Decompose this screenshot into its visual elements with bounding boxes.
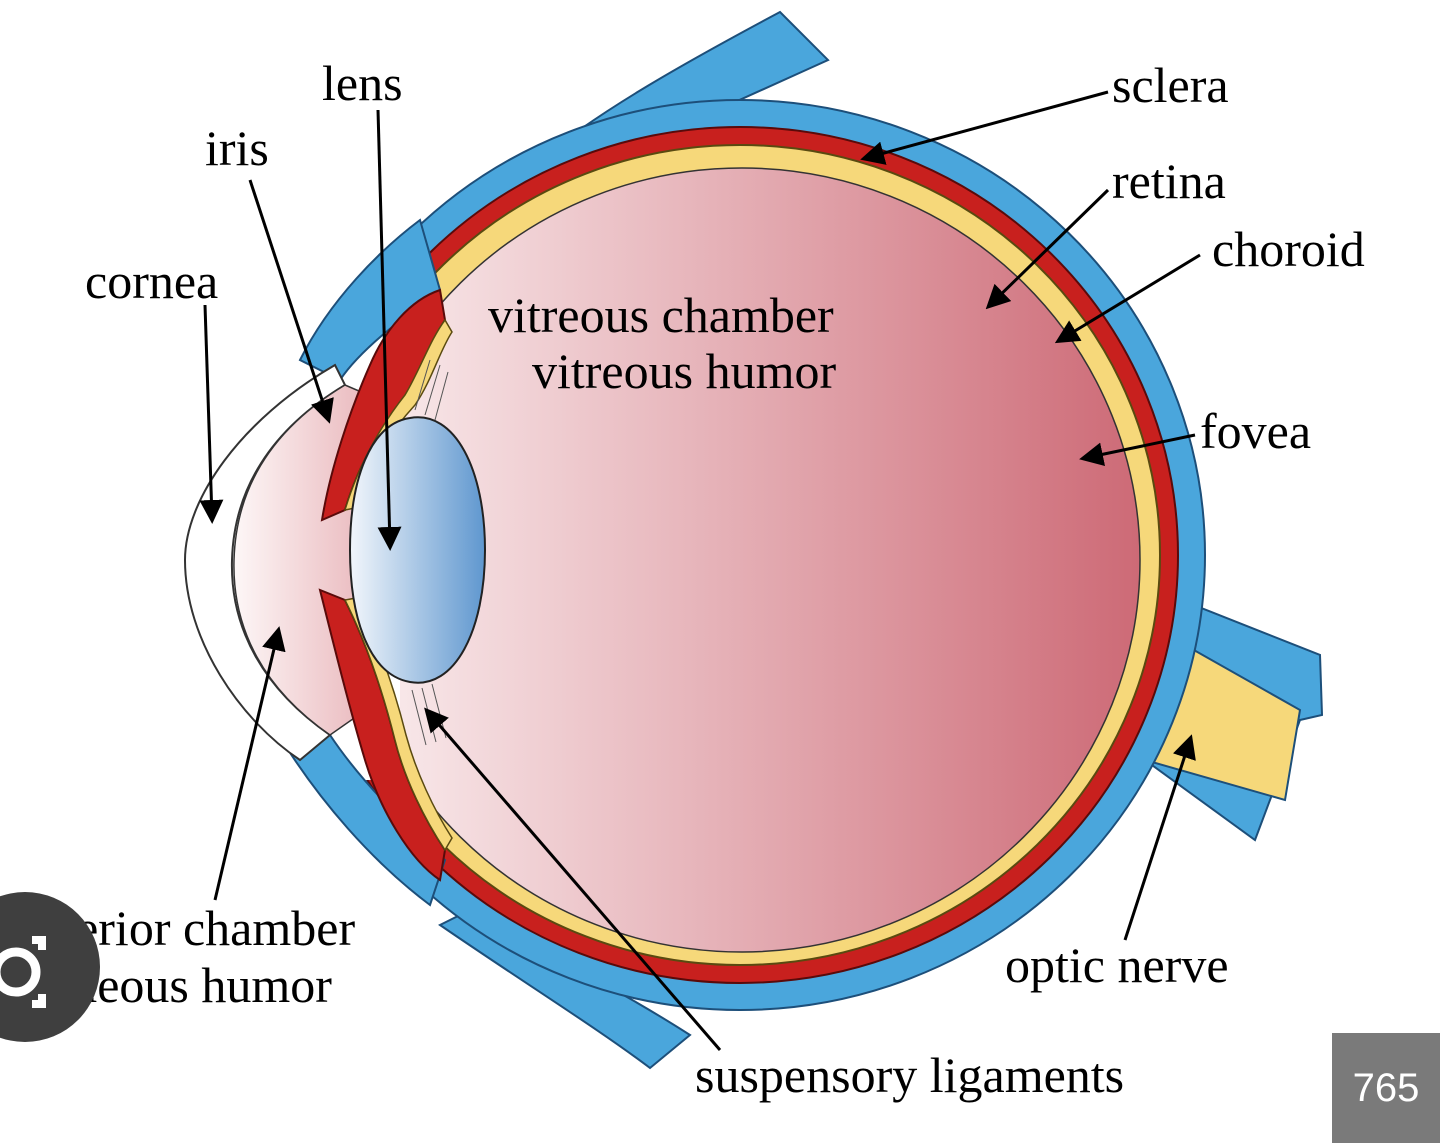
image-count-badge: 765 [1332, 1033, 1440, 1143]
label-iris: iris [205, 120, 269, 176]
label-vitreous-chamber: vitreous chamber [488, 287, 834, 343]
label-cornea: cornea [85, 253, 218, 309]
visual-search-icon[interactable] [0, 892, 100, 1042]
label-retina: retina [1112, 153, 1226, 209]
label-lens: lens [322, 55, 403, 111]
lens-shape [350, 417, 485, 682]
label-sclera: sclera [1112, 57, 1229, 113]
label-fovea: fovea [1200, 403, 1311, 459]
label-suspensory-ligaments: suspensory ligaments [695, 1047, 1124, 1103]
badge-text: 765 [1353, 1066, 1420, 1111]
label-optic-nerve: optic nerve [1005, 937, 1229, 993]
label-choroid: choroid [1212, 221, 1365, 277]
camera-lens-glyph [0, 892, 100, 1042]
sclera-leader [866, 92, 1108, 158]
label-vitreous-humor: vitreous humor [532, 343, 836, 399]
